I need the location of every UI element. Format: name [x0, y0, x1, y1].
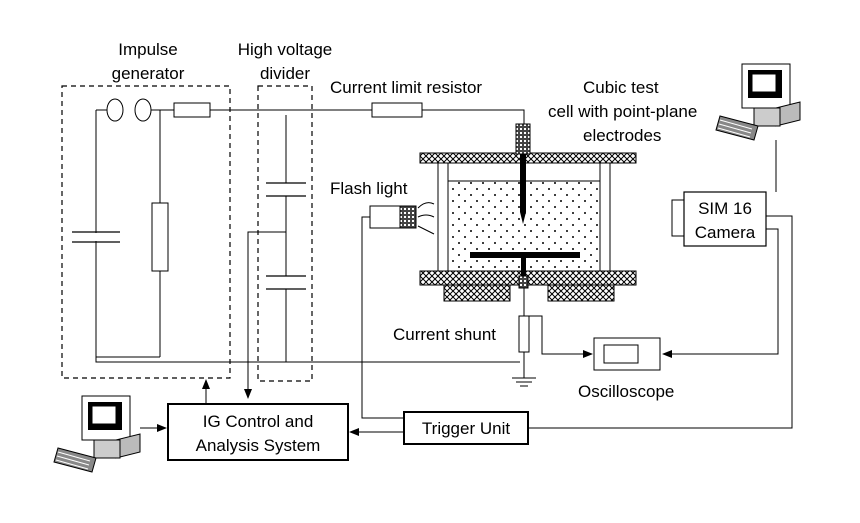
ig-parallel-resistor — [151, 202, 169, 272]
shunt-resistor — [518, 315, 530, 353]
oscilloscope: Oscilloscope — [578, 337, 674, 401]
computer-icon-right — [715, 63, 801, 141]
flash-rays — [417, 202, 435, 235]
camera-to-trigger — [528, 215, 793, 429]
cell-label-2: cell with point-plane — [548, 102, 697, 121]
trigger-unit-box — [403, 411, 529, 445]
trigger-unit: Trigger Unit — [349, 411, 529, 445]
hv-divider-label-2: divider — [260, 64, 310, 83]
shunt-to-scope — [524, 315, 593, 358]
ground-return-wire — [95, 357, 520, 363]
hv-main-wire — [210, 109, 525, 124]
sim16-camera-box — [683, 191, 767, 247]
impulse-generator-label-2: generator — [112, 64, 185, 83]
point-electrode — [520, 154, 526, 212]
camera-to-scope — [662, 228, 779, 358]
flash-light-lens — [399, 205, 417, 229]
cell-base-block-right — [547, 284, 615, 302]
hv-capacitor-1 — [266, 182, 306, 197]
camera-lens-bracket — [671, 199, 684, 237]
flash-light: Flash light — [330, 179, 435, 419]
cell-label-1: Cubic test — [583, 78, 659, 97]
flash-light-label: Flash light — [330, 179, 408, 198]
current-limit-resistor — [371, 102, 423, 118]
current-limit-label: Current limit resistor — [330, 78, 482, 97]
ig-control-label-2: Analysis System — [196, 436, 321, 455]
cell-label-3: electrodes — [583, 126, 661, 145]
flash-light-body — [369, 205, 401, 229]
impulse-generator: Impulse generator — [61, 40, 231, 379]
cell-base-block-left — [443, 284, 511, 302]
hv-divider-frame — [257, 85, 313, 382]
ig-capacitor — [72, 231, 120, 243]
ig-control-box — [167, 403, 349, 461]
ground-symbol — [512, 377, 536, 387]
oscilloscope-label: Oscilloscope — [578, 382, 674, 401]
sim16-label-1: SIM 16 — [698, 199, 752, 218]
oscilloscope-screen — [603, 344, 639, 364]
sim16-camera: SIM 16 Camera — [528, 140, 793, 429]
impulse-generator-frame — [61, 85, 231, 379]
ig-series-resistor — [173, 102, 211, 118]
trigger-unit-label: Trigger Unit — [422, 419, 510, 438]
computer-icon-left — [53, 395, 141, 473]
cell-wall-right — [599, 162, 611, 272]
hv-capacitor-2 — [266, 275, 306, 290]
ig-control-label-1: IG Control and — [203, 412, 314, 431]
flash-trigger-wire — [361, 216, 404, 419]
plane-electrode — [470, 252, 580, 258]
sim16-label-2: Camera — [695, 223, 756, 242]
point-electrode-bushing — [515, 123, 531, 155]
hv-divider-label-1: High voltage — [238, 40, 333, 59]
current-shunt: Current shunt — [393, 288, 593, 387]
cell-wall-left — [437, 162, 449, 272]
hv-divider: High voltage divider — [238, 40, 333, 399]
ig-control-system: IG Control and Analysis System — [140, 379, 349, 461]
spark-gap-2 — [134, 98, 152, 122]
impulse-generator-label-1: Impulse — [118, 40, 178, 59]
test-cell: Cubic test cell with point-plane electro… — [419, 78, 697, 302]
spark-gap-1 — [106, 98, 124, 122]
current-shunt-label: Current shunt — [393, 325, 496, 344]
hv-divider-signal — [244, 231, 286, 399]
